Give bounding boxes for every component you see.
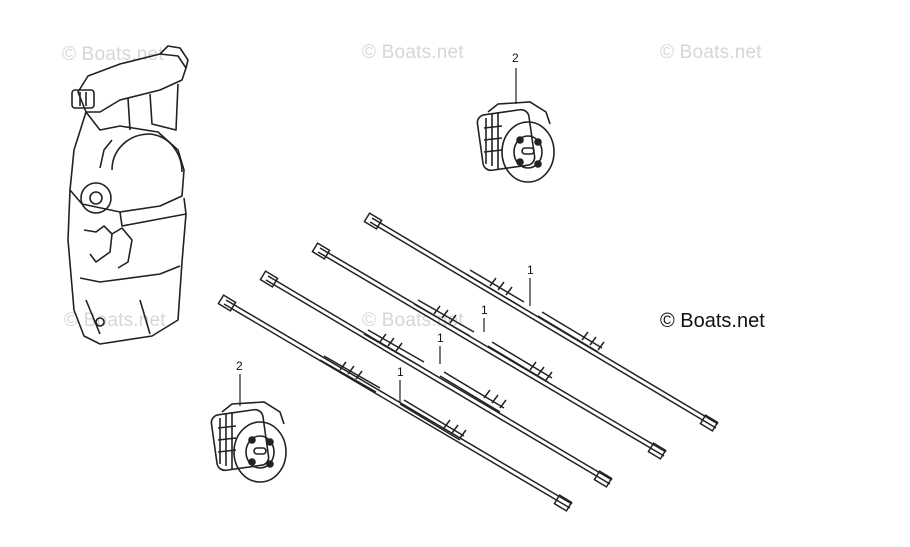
callout-grommet: 2 — [512, 51, 519, 65]
control-cable — [363, 212, 719, 432]
grommet-top — [476, 101, 555, 183]
leader-lines — [239, 68, 531, 406]
callout-cable: 1 — [397, 365, 404, 379]
callout-grommet: 2 — [236, 359, 243, 373]
watermark: © Boats.net — [64, 310, 166, 331]
watermark: © Boats.net — [660, 42, 762, 63]
callout-cable: 1 — [481, 303, 488, 317]
watermark: © Boats.net — [362, 310, 464, 331]
watermark: © Boats.net — [362, 42, 464, 63]
control-cable — [311, 242, 667, 460]
control-cable — [259, 270, 613, 488]
callout-cable: 1 — [527, 263, 534, 277]
grommet-bottom — [210, 401, 287, 483]
brand-label: © Boats.net — [660, 310, 765, 332]
remote-control-box — [67, 45, 189, 345]
callout-cable: 1 — [437, 331, 444, 345]
control-cable — [217, 294, 573, 512]
